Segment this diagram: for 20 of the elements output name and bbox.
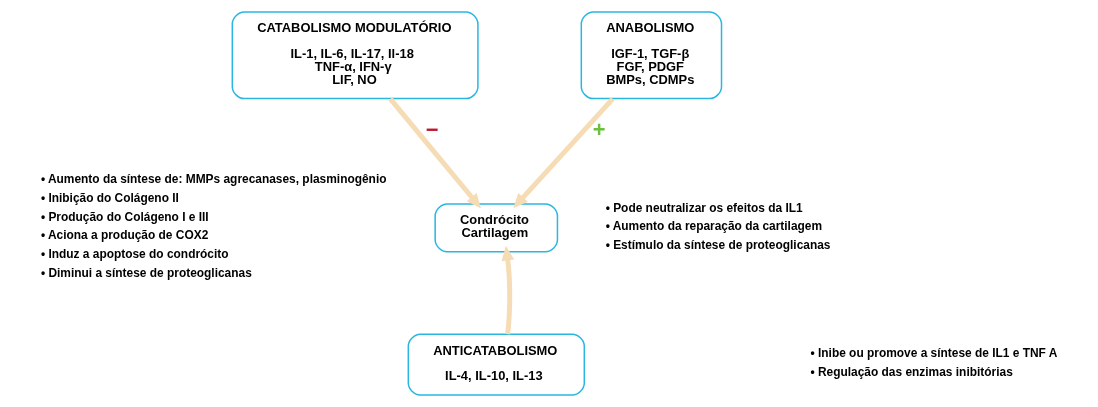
node-box: ANABOLISMO IGF-1, TGF-β FGF, PDGF BMPs, CDMPs xyxy=(580,11,723,100)
node-box: ANTICATABOLISMO IL-4, IL-10, IL-13 xyxy=(407,333,586,396)
arrow xyxy=(513,97,615,209)
node-label: • Regulação das enzimas inibitórias xyxy=(810,365,1013,380)
arrow xyxy=(388,97,482,209)
node-label: • Aciona a produção de COX2 xyxy=(40,228,209,243)
node-label: • Aumento da reparação da cartilagem xyxy=(605,219,823,234)
node-label: • Produção do Colágeno I e III xyxy=(40,209,209,224)
node-box: Condrócito Cartilagem xyxy=(434,203,559,253)
node-label: • Estímulo da síntese de proteoglicanas xyxy=(605,238,831,253)
edge-label: + xyxy=(592,116,606,142)
node-label: • Aumento da síntese de: MMPs agrecanases, plasminogênio xyxy=(40,171,387,186)
edge-label: − xyxy=(425,116,439,142)
node-label: • Inibição do Colágeno II xyxy=(40,190,179,205)
node-label: • Inibe ou promove a síntese de IL1 e TNF A xyxy=(810,346,1058,361)
node-box: CATABOLISMO MODULATÓRIO IL-1, IL-6, IL-17, Il-18 TNF-α, IFN-γ LIF, NO xyxy=(231,11,479,100)
arrow xyxy=(501,245,515,335)
node-label: • Pode neutralizar os efeitos da IL1 xyxy=(605,200,803,215)
node-label: • Induz a apoptose do condrócito xyxy=(40,247,229,262)
node-label: • Diminui a síntese de proteoglicanas xyxy=(40,266,252,281)
